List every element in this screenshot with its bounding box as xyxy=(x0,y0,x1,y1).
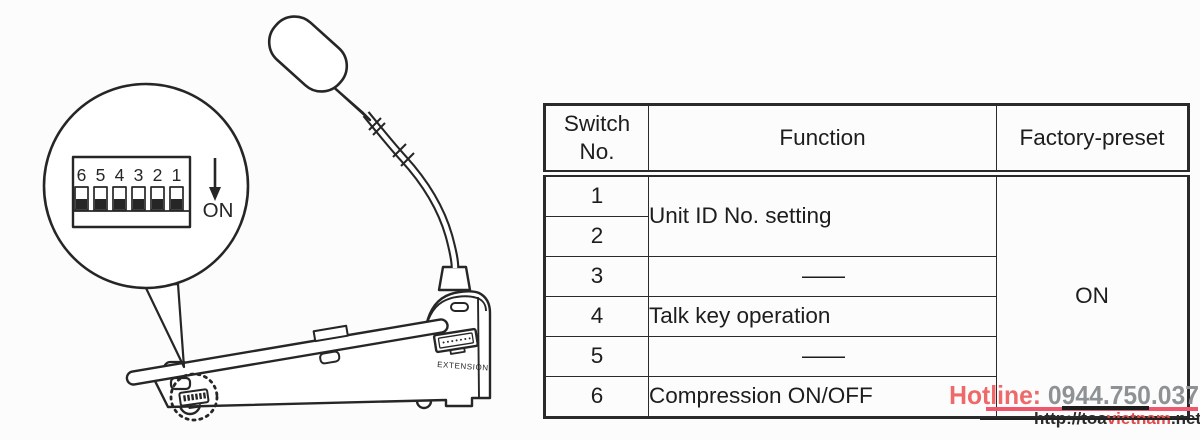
gooseneck xyxy=(362,111,460,269)
talk-bar xyxy=(125,318,449,386)
svg-text:1: 1 xyxy=(172,165,182,185)
table-row: 4 Talk key operation xyxy=(544,296,1189,337)
table-row: 6 Compression ON/OFF xyxy=(544,376,1189,418)
down-arrow-icon xyxy=(209,158,221,201)
base-right-edge-line xyxy=(477,296,480,399)
svg-text:3: 3 xyxy=(134,165,144,185)
base-hump-inner-line xyxy=(424,295,487,332)
switch-no-cell: 4 xyxy=(544,296,649,337)
svg-text:5: 5 xyxy=(96,165,106,185)
extension-connector xyxy=(432,327,479,355)
dip-on-label: ON xyxy=(203,199,234,222)
function-cell-blank: —— xyxy=(648,336,997,377)
col-header-switch-no: Switch No. xyxy=(544,104,649,177)
dip-switch-numbers: 6 5 4 3 2 1 xyxy=(77,165,182,185)
hotline-label: Hotline: xyxy=(949,380,1042,410)
table-row: 3 —— xyxy=(544,256,1189,297)
function-cell-unit-id: Unit ID No. setting xyxy=(648,173,997,257)
col-header-factory-preset: Factory-preset xyxy=(996,104,1189,177)
switch-no-cell: 3 xyxy=(544,256,649,297)
dip-switch-function-table: Switch No. Function Factory-preset 1 Uni… xyxy=(543,103,1190,419)
watermark-hotline: Hotline: 0944.750.037 xyxy=(949,380,1199,411)
svg-text:2: 2 xyxy=(153,165,163,185)
function-cell-blank: —— xyxy=(648,256,997,297)
switch-no-cell: 2 xyxy=(544,216,649,257)
switch-no-cell: 6 xyxy=(544,376,649,418)
dip-switch-detail: 6 5 4 3 2 1 ON xyxy=(71,155,234,229)
switch-no-cell: 5 xyxy=(544,336,649,377)
magnifier-tail xyxy=(143,282,186,369)
watermark-strikethrough-line xyxy=(980,418,1198,421)
dip-location-dotted-circle xyxy=(169,372,219,422)
hump-slot xyxy=(450,302,469,312)
table-row: 5 —— xyxy=(544,336,1189,377)
switch-no-cell: 1 xyxy=(544,173,649,217)
microphone-diagram: EXTENSION xyxy=(42,15,492,422)
extension-label: EXTENSION xyxy=(437,360,489,373)
function-cell-compression: Compression ON/OFF xyxy=(648,376,997,418)
mic-capsule xyxy=(267,15,349,93)
watermark-underline-dark-segment xyxy=(1062,406,1149,410)
svg-text:4: 4 xyxy=(115,165,125,185)
function-cell-talk-key: Talk key operation xyxy=(648,296,997,337)
col-header-function: Function xyxy=(648,104,997,177)
table-header-row: Switch No. Function Factory-preset xyxy=(544,104,1189,177)
gooseneck-mount xyxy=(437,265,472,292)
table-row: 1 Unit ID No. setting ON xyxy=(544,173,1189,418)
hotline-number: 0944.750.037 xyxy=(1041,380,1199,410)
svg-text:6: 6 xyxy=(77,165,87,185)
factory-preset-cell: ON xyxy=(996,173,1189,418)
